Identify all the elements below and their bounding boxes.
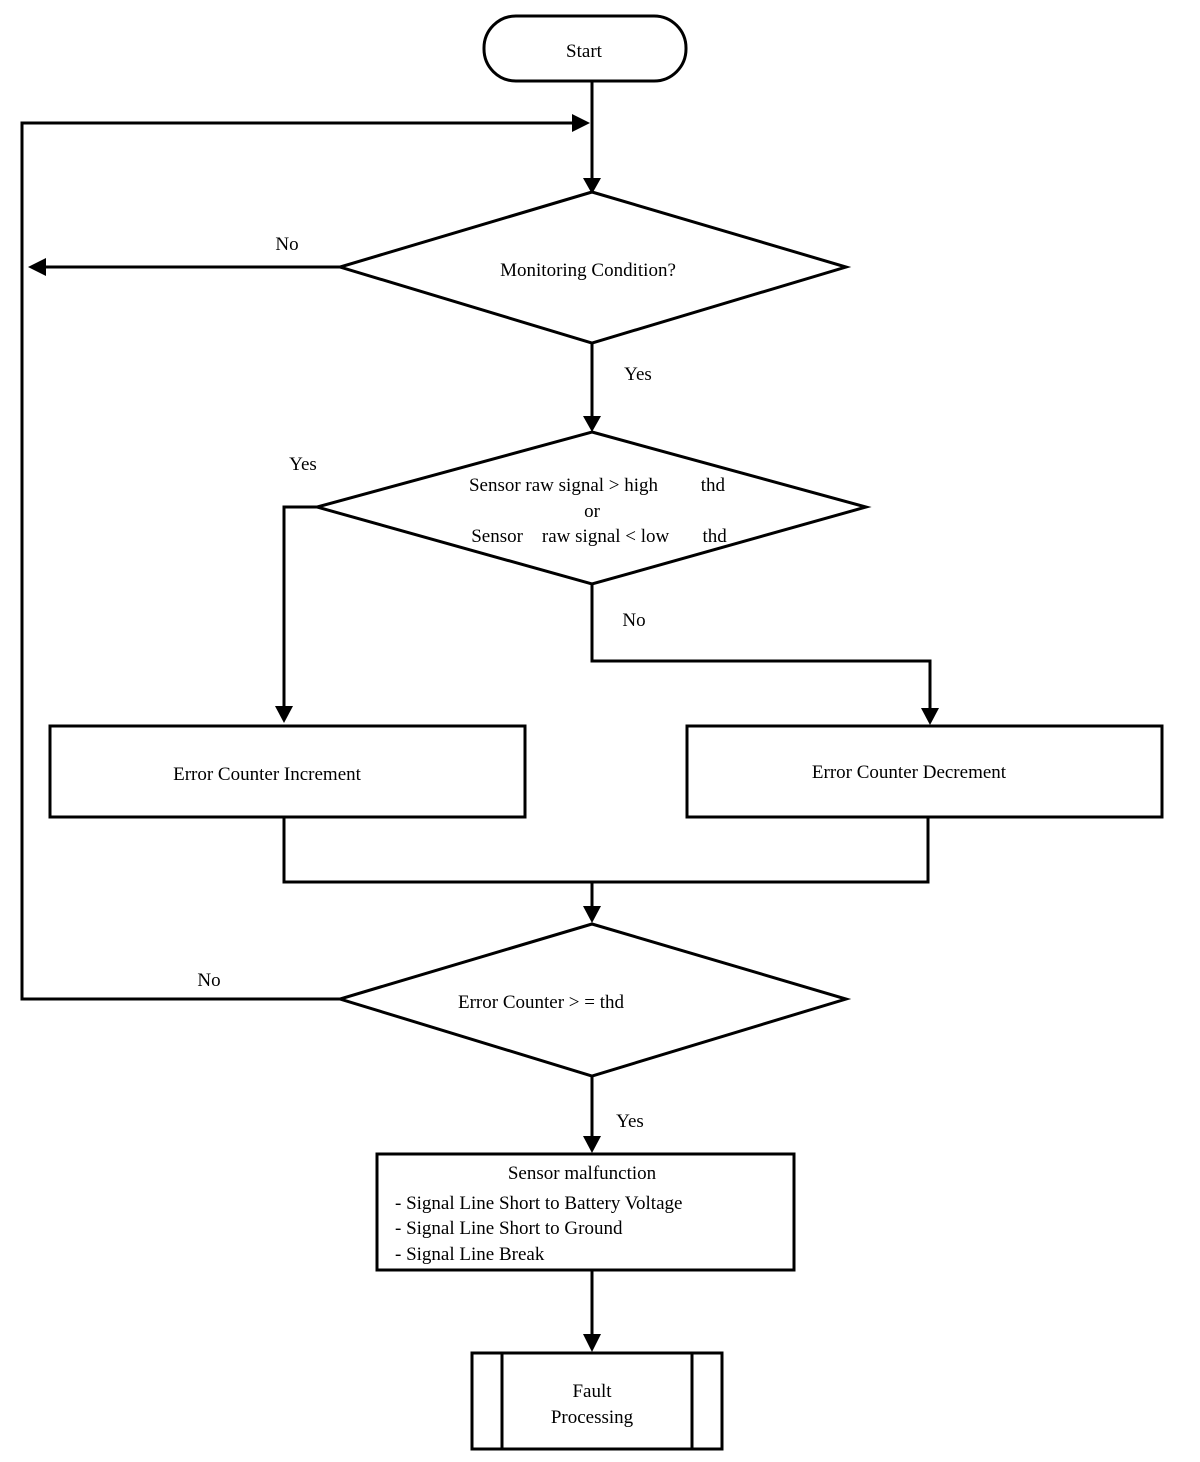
edge-signal-yes [282,505,317,710]
signal-line2: or [584,501,601,522]
arrow-head [572,114,590,132]
increment-process: Error Counter Increment [48,724,527,819]
malfunction-item: - Signal Line Short to Battery Voltage [395,1193,682,1214]
decrement-process: Error Counter Decrement [685,724,1164,819]
increment-label: Error Counter Increment [173,764,362,785]
arrow-head [275,706,293,723]
signal-no-label: No [622,610,645,631]
arrow-head [583,906,601,923]
arrow-head [583,178,601,194]
edge-signal-no [590,584,932,712]
arrow-head [921,708,939,725]
signal-yes-label: Yes [289,454,317,475]
signal-line1: Sensor raw signal > high thd [469,475,726,496]
malfunction-item: - Signal Line Break [395,1244,545,1265]
edge-loop-back [20,121,578,1001]
arrow-head [583,416,601,432]
edge-merge [282,817,930,910]
counter-no-label: No [197,970,220,991]
arrow-head [583,1334,601,1352]
counter-label: Error Counter > = thd [458,992,625,1013]
monitoring-yes-label: Yes [624,364,652,385]
malfunction-title: Sensor malfunction [508,1163,657,1184]
signal-threshold-decision: Sensor raw signal > high thd or Sensor r… [311,430,872,586]
fault-line1: Fault [572,1381,612,1402]
fault-processing-box: Fault Processing [470,1351,724,1451]
monitoring-decision: Monitoring Condition? [334,190,852,345]
malfunction-item: - Signal Line Short to Ground [395,1218,623,1239]
arrow-head [28,258,46,276]
counter-threshold-decision: Error Counter > = thd [334,922,852,1078]
decrement-label: Error Counter Decrement [812,762,1007,783]
counter-yes-label: Yes [616,1111,644,1132]
start-terminal: Start [482,14,688,83]
signal-line3: Sensor raw signal < low thd [471,526,727,547]
monitoring-no-label: No [275,234,298,255]
arrow-head [583,1136,601,1153]
fault-line2: Processing [551,1407,634,1428]
start-label: Start [566,41,603,62]
monitoring-label: Monitoring Condition? [500,260,676,281]
sensor-malfunction-box: Sensor malfunction - Signal Line Short t… [375,1152,796,1272]
